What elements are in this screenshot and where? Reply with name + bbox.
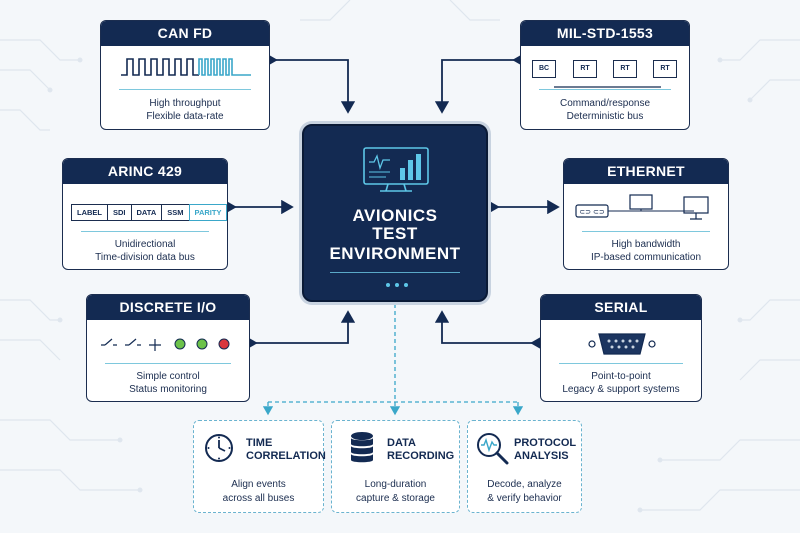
- can-fd-card: CAN FD High throughput Flexible data-rat…: [100, 20, 270, 130]
- arinc-title: ARINC 429: [63, 159, 227, 184]
- mil-std-divider: [539, 89, 671, 90]
- data-recording-title-1: DATA: [387, 437, 416, 449]
- connector-discrete: [245, 310, 356, 351]
- service-data-recording: DATA RECORDING Long-duration capture & s…: [331, 420, 460, 513]
- avionics-test-environment-hub: AVIONICS TEST ENVIRONMENT: [302, 124, 488, 302]
- switches-and-leds-icon: [101, 338, 230, 351]
- connector-serial: [434, 310, 543, 351]
- arinc-field-label: LABEL: [71, 204, 108, 221]
- mil-node-rt-3: RT: [653, 60, 677, 78]
- can-fd-title: CAN FD: [101, 21, 269, 46]
- hub-title-line-3: ENVIRONMENT: [329, 244, 461, 263]
- service-protocol-analysis: PROTOCOL ANALYSIS Decode, analyze & veri…: [467, 420, 582, 513]
- hub-title-line-1: AVIONICS: [352, 206, 438, 225]
- mil-std-desc-2: Deterministic bus: [566, 111, 644, 122]
- ethernet-card: ETHERNET ⊂⊃ ⊂⊃ High bandwidth IP-based c…: [563, 158, 729, 270]
- can-fd-divider: [119, 89, 251, 90]
- serial-card: SERIAL Point-to-point Legacy & support s…: [540, 294, 702, 402]
- ethernet-divider: [582, 231, 710, 232]
- data-recording-title-2: RECORDING: [387, 450, 455, 462]
- time-correlation-desc-2: across all buses: [222, 493, 295, 504]
- serial-divider: [559, 363, 683, 364]
- mil-node-rt-1: RT: [573, 60, 597, 78]
- db9-connector-icon: [588, 333, 656, 355]
- serial-desc-2: Legacy & support systems: [562, 384, 680, 395]
- hub-title-line-2: TEST: [372, 224, 418, 243]
- monitor-chart-icon: [363, 147, 429, 192]
- arinc-field-sdi: SDI: [107, 204, 132, 221]
- network-icon: ⊂⊃ ⊂⊃: [575, 194, 709, 220]
- ethernet-desc-1: High bandwidth: [611, 239, 681, 250]
- svg-text:⊂⊃ ⊂⊃: ⊂⊃ ⊂⊃: [579, 209, 605, 216]
- mil-std-title: MIL-STD-1553: [521, 21, 689, 46]
- arinc-field-parity: PARITY: [188, 204, 227, 221]
- service-time-correlation: TIME CORRELATION Align events across all…: [193, 420, 326, 513]
- can-waveform-icon: [121, 58, 251, 76]
- connector-can: [265, 52, 356, 114]
- can-fd-desc-1: High throughput: [149, 98, 221, 109]
- magnifier-waveform-icon: [477, 433, 509, 465]
- arinc-field-data: DATA: [130, 204, 163, 221]
- database-icon: [351, 432, 373, 463]
- data-recording-desc-2: capture & storage: [356, 493, 435, 504]
- discrete-desc-2: Status monitoring: [129, 384, 207, 395]
- discrete-card: DISCRETE I/O Simple control Status monit…: [86, 294, 250, 402]
- serial-title: SERIAL: [541, 295, 701, 320]
- mil-node-bc: BC: [532, 60, 556, 78]
- arinc-field-ssm: SSM: [161, 204, 190, 221]
- arinc-desc-2: Time-division data bus: [95, 252, 195, 263]
- serial-desc-1: Point-to-point: [591, 371, 651, 382]
- discrete-divider: [105, 363, 231, 364]
- data-recording-desc-1: Long-duration: [364, 479, 427, 490]
- hub-dot: [386, 283, 390, 287]
- hub-dot: [395, 283, 399, 287]
- ethernet-title: ETHERNET: [564, 159, 728, 184]
- mil-node-rt-2: RT: [613, 60, 637, 78]
- arinc-word-fields: LABEL SDI DATA SSM PARITY: [71, 204, 227, 221]
- time-correlation-desc-1: Align events: [231, 479, 286, 490]
- ethernet-desc-2: IP-based communication: [590, 252, 702, 263]
- discrete-title: DISCRETE I/O: [87, 295, 249, 320]
- protocol-analysis-desc-2: & verify behavior: [487, 493, 562, 504]
- protocol-analysis-desc-1: Decode, analyze: [487, 479, 562, 490]
- connector-mil: [434, 52, 525, 114]
- mil-std-card: MIL-STD-1553 BC RT RT RT Command/respons…: [520, 20, 690, 130]
- time-correlation-title-2: CORRELATION: [246, 450, 326, 462]
- arinc-desc-1: Unidirectional: [114, 239, 176, 250]
- discrete-desc-1: Simple control: [136, 371, 200, 382]
- can-fd-desc-2: Flexible data-rate: [146, 111, 224, 122]
- arinc-card: ARINC 429 LABEL SDI DATA SSM PARITY Unid…: [62, 158, 228, 270]
- mil-bus-line: [554, 86, 661, 88]
- mil-std-desc-1: Command/response: [559, 98, 651, 109]
- time-correlation-title-1: TIME: [246, 437, 273, 449]
- protocol-analysis-title-2: ANALYSIS: [514, 450, 569, 462]
- protocol-analysis-title-1: PROTOCOL: [514, 437, 577, 449]
- clock-icon: [205, 434, 233, 462]
- hub-dot: [404, 283, 408, 287]
- hub-divider: [330, 272, 460, 273]
- arinc-divider: [81, 231, 209, 232]
